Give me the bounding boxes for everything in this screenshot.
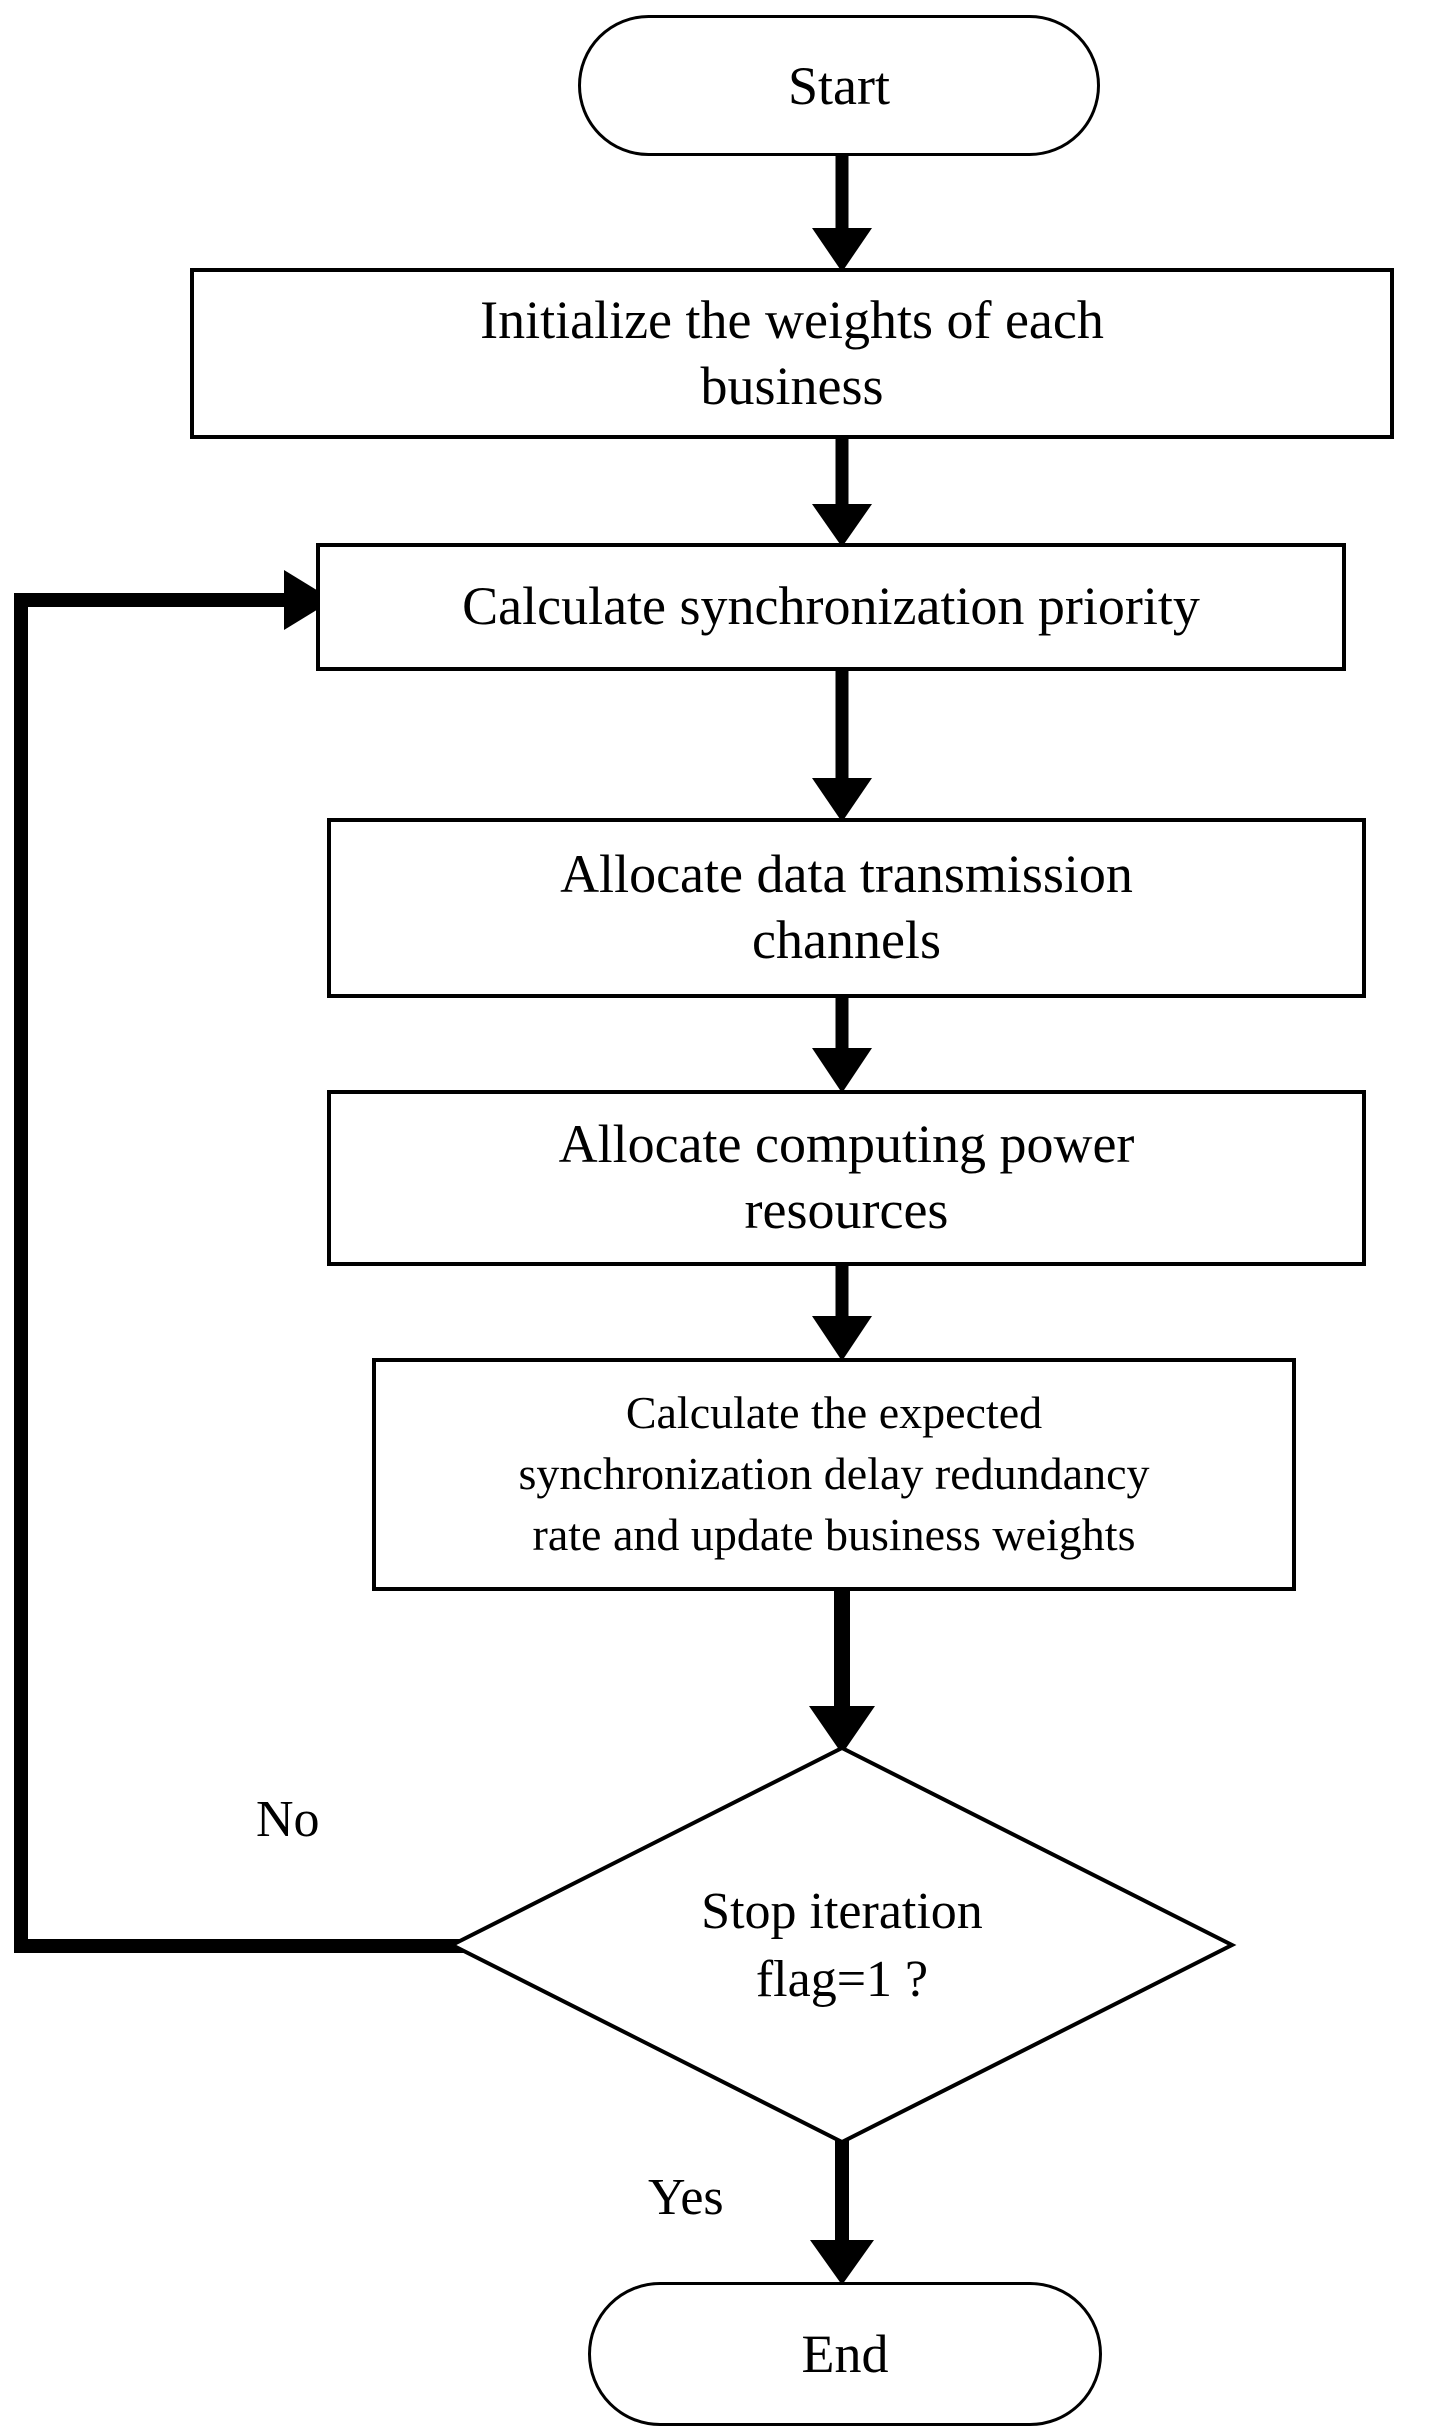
edge-label-yes: Yes xyxy=(648,2169,724,2226)
node-allocate-channels[interactable]: Allocate data transmission channels xyxy=(327,818,1366,998)
node-end[interactable]: End xyxy=(588,2282,1102,2426)
node-allocate-power[interactable]: Allocate computing power resources xyxy=(327,1090,1366,1266)
edge-decision-yes-to-end xyxy=(810,2140,874,2285)
node-initialize[interactable]: Initialize the weights of each business xyxy=(190,268,1394,439)
node-update-weights-label: Calculate the expected synchronization d… xyxy=(518,1387,1150,1560)
node-end-label: End xyxy=(801,2324,889,2384)
node-initialize-label: Initialize the weights of each business xyxy=(480,289,1104,416)
node-calculate-priority[interactable]: Calculate synchronization priority xyxy=(316,543,1346,671)
node-allocate-power-label: Allocate computing power resources xyxy=(558,1114,1135,1240)
node-decision-label: Stop iteration flag=1 ? xyxy=(701,1883,983,2008)
edge-channels-to-power xyxy=(812,997,872,1093)
node-decision[interactable]: Stop iteration flag=1 ? xyxy=(592,1848,1092,2044)
node-start-label: Start xyxy=(788,55,890,116)
node-start[interactable]: Start xyxy=(578,15,1100,156)
edge-priority-to-channels xyxy=(812,670,872,822)
edge-power-to-update xyxy=(812,1265,872,1361)
node-calculate-priority-label: Calculate synchronization priority xyxy=(462,576,1200,637)
edge-update-to-decision xyxy=(809,1590,875,1754)
edge-start-to-initialize xyxy=(812,155,872,272)
node-update-weights[interactable]: Calculate the expected synchronization d… xyxy=(372,1358,1296,1591)
edge-initialize-to-priority xyxy=(812,438,872,547)
node-allocate-channels-label: Allocate data transmission channels xyxy=(560,844,1133,970)
edge-label-no: No xyxy=(256,1791,320,1848)
